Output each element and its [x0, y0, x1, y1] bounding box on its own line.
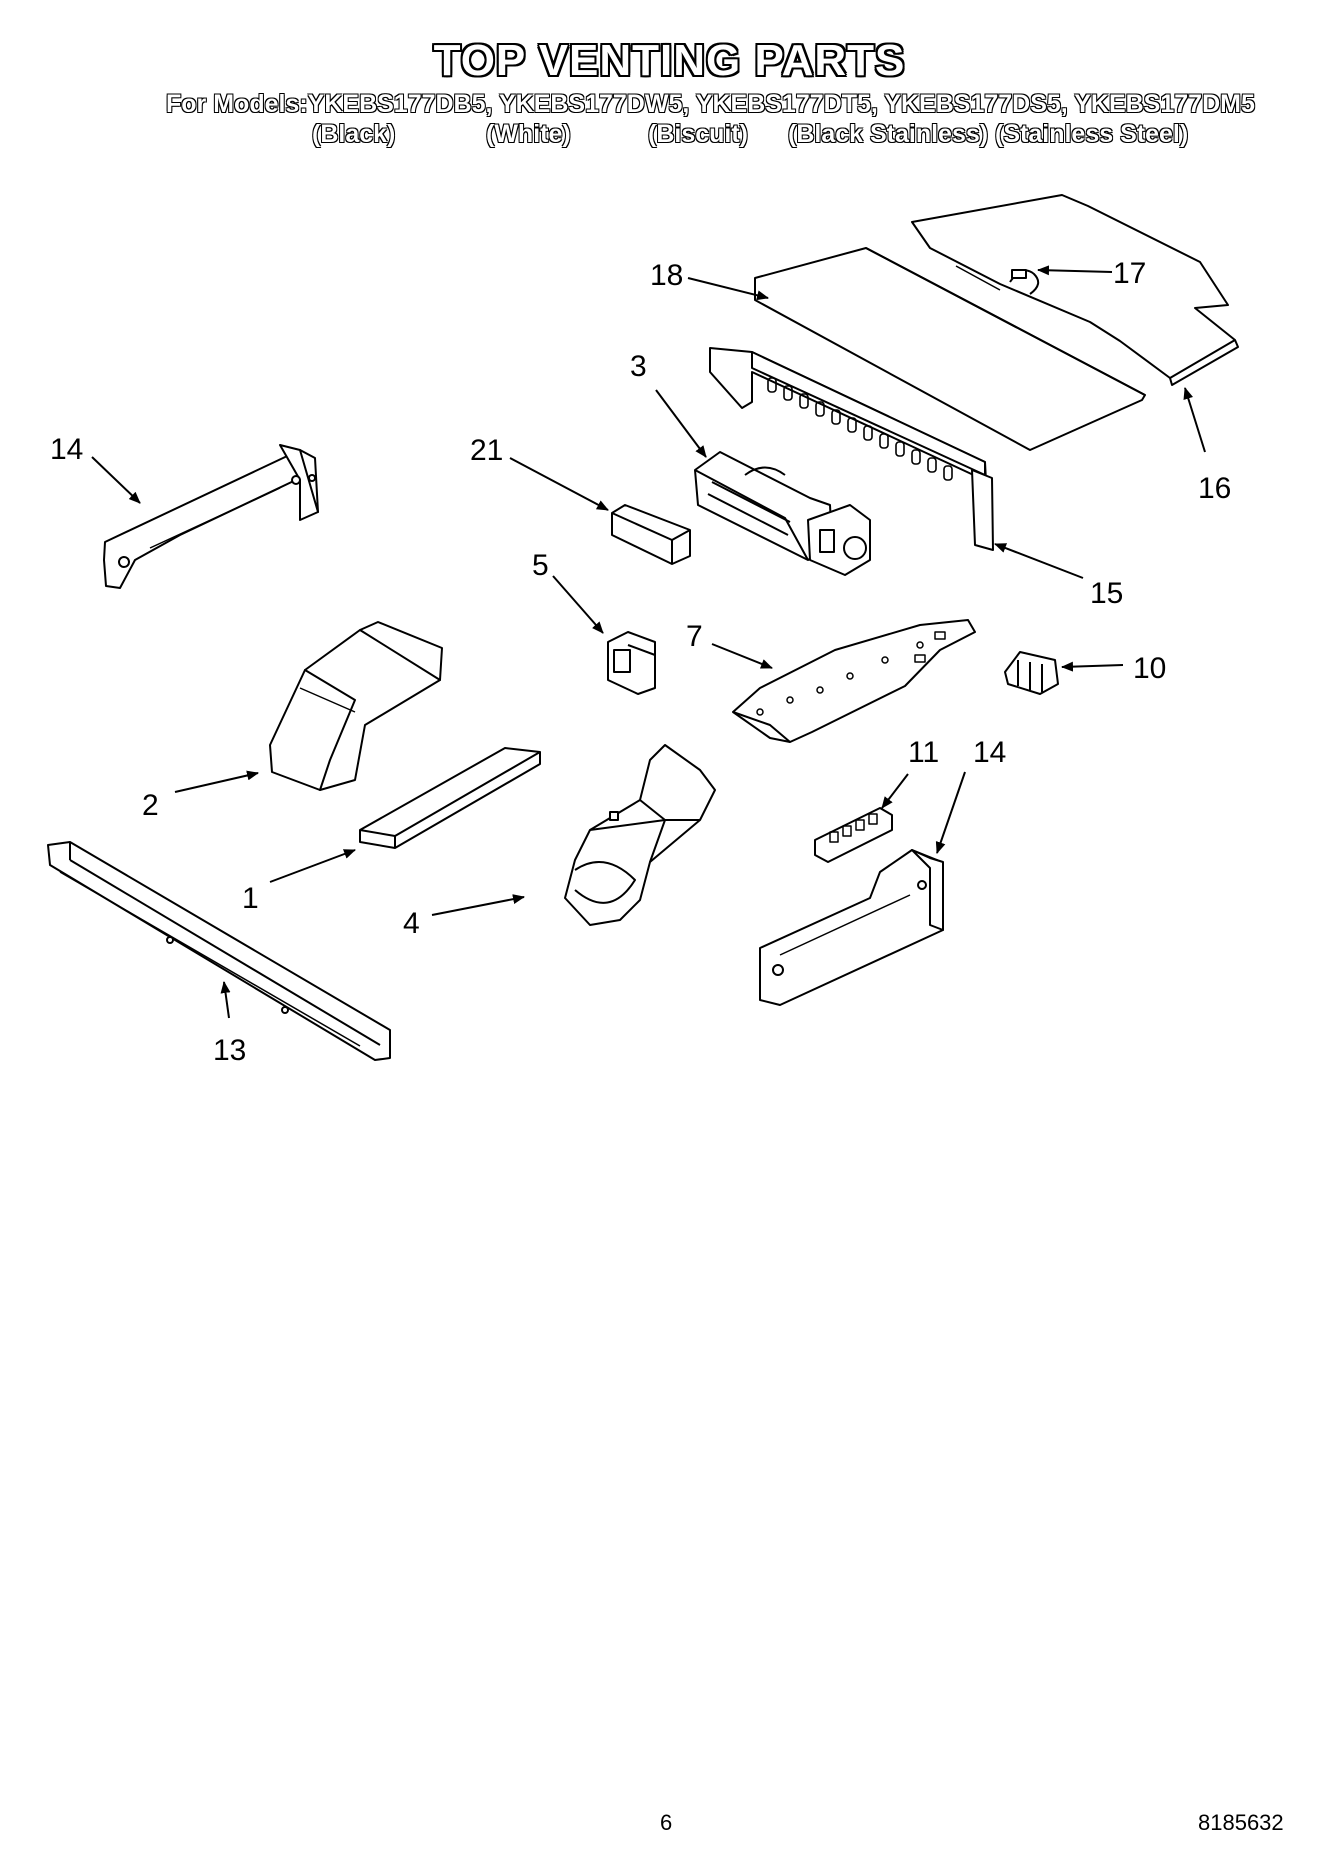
part-16-top-panel — [911, 194, 1239, 386]
part-18-vent-cover — [754, 247, 1146, 451]
part-3-vent-motor — [694, 451, 871, 576]
callout-4: 4 — [403, 907, 420, 940]
page-title: TOP VENTING PARTS — [433, 36, 906, 85]
part-2-duct — [269, 621, 443, 791]
part-5-switch — [607, 631, 656, 695]
callout-14-left: 14 — [50, 433, 83, 466]
callout-3: 3 — [630, 350, 647, 383]
callout-15: 15 — [1090, 577, 1123, 610]
callout-14-right: 14 — [973, 736, 1006, 769]
models-line: For Models:YKEBS177DB5, YKEBS177DW5, YKE… — [166, 90, 1255, 118]
document-number: 8185632 — [1198, 1810, 1284, 1835]
callout-21: 21 — [470, 434, 503, 467]
part-17-clip — [1009, 269, 1040, 295]
callout-17: 17 — [1113, 257, 1146, 290]
part-7-plate — [732, 619, 976, 743]
callout-13: 13 — [213, 1034, 246, 1067]
part-15-vent-bracket — [709, 347, 994, 551]
callout-16: 16 — [1198, 472, 1231, 505]
leader-arrows — [91, 265, 1206, 1019]
callout-18: 18 — [650, 259, 683, 292]
callout-1: 1 — [242, 882, 259, 915]
color-label-black: (Black) — [312, 120, 396, 148]
callout-5: 5 — [532, 549, 549, 582]
part-1-channel — [359, 747, 541, 849]
page-number: 6 — [660, 1810, 673, 1835]
callout-2: 2 — [142, 789, 159, 822]
color-label-biscuit: (Biscuit) — [648, 120, 748, 148]
color-label-stainless: (Black Stainless) (Stainless Steel) — [788, 120, 1189, 148]
part-14-left-bracket — [103, 444, 319, 589]
callout-11: 11 — [908, 736, 939, 769]
color-label-white: (White) — [486, 120, 571, 148]
part-14-right-bracket — [759, 849, 944, 1006]
callout-labels: 18 17 3 16 14 21 15 5 7 10 2 11 14 1 4 1… — [50, 257, 1231, 1067]
callout-7: 7 — [686, 620, 703, 653]
part-10-terminal-block — [1004, 651, 1059, 695]
part-13-rail — [47, 841, 391, 1061]
part-4-lower-duct — [564, 744, 716, 926]
part-11-terminal-strip — [814, 807, 893, 863]
part-21-block — [611, 504, 691, 565]
callout-10: 10 — [1133, 652, 1166, 685]
